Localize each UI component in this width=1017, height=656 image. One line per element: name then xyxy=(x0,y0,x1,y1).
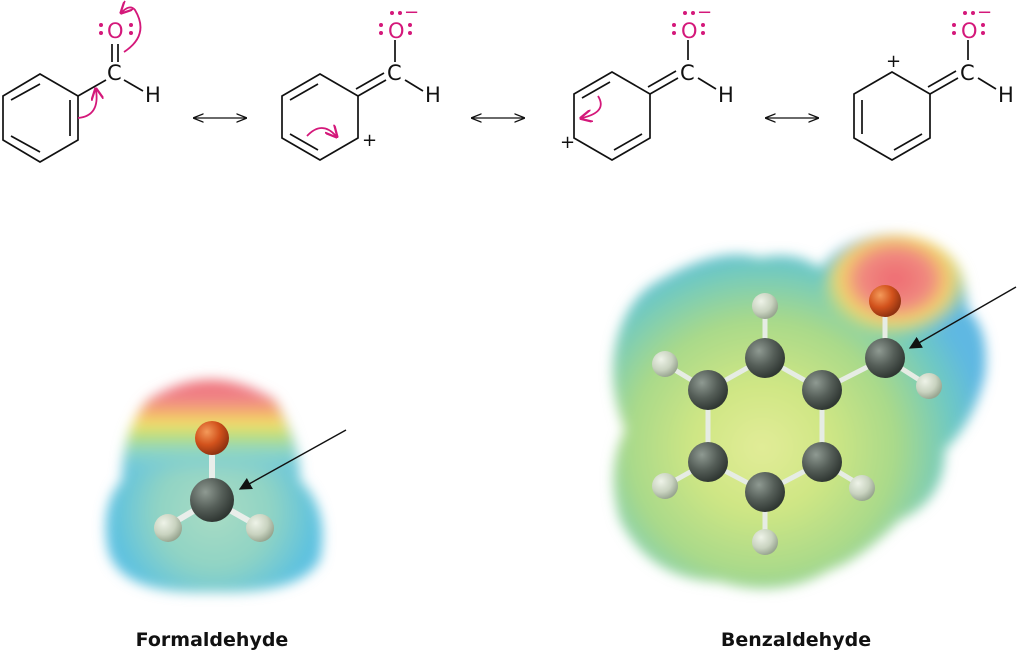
hydrogen-ball xyxy=(652,351,678,377)
hydrogen-ball xyxy=(752,293,778,319)
resonance-structure-2 xyxy=(281,40,424,161)
pointer-arrow-icon xyxy=(908,286,1017,349)
carbon-ball xyxy=(802,442,842,482)
negative-charge-2: − xyxy=(404,2,419,23)
positive-charge-4: + xyxy=(886,51,901,72)
oxygen-atom-3: O xyxy=(681,19,698,43)
carbon-ball xyxy=(745,338,785,378)
hydrogen-ball xyxy=(752,529,778,555)
hydrogen-atom-1: H xyxy=(145,83,161,107)
oxygen-atom-2: O xyxy=(388,19,405,43)
resonance-structure-1 xyxy=(2,7,144,163)
pointer-arrow-icon xyxy=(238,429,347,490)
lone-pairs-1 xyxy=(99,23,133,35)
negative-charge-3: − xyxy=(697,2,712,23)
carbon-atom-2: C xyxy=(387,61,402,85)
hydrogen-atom-4: H xyxy=(998,83,1014,107)
resonance-structure-4 xyxy=(853,40,997,161)
carbon-ball xyxy=(745,472,785,512)
hydrogen-atom-3: H xyxy=(718,83,734,107)
negative-charge-4: − xyxy=(977,2,992,23)
hydrogen-ball xyxy=(246,514,274,542)
lone-pairs-3 xyxy=(672,11,705,35)
carbon-atom-4: C xyxy=(960,61,975,85)
lone-pairs-2 xyxy=(379,11,412,35)
hydrogen-ball xyxy=(849,475,875,501)
formaldehyde-potential-map xyxy=(105,380,323,593)
carbon-ball xyxy=(865,338,905,378)
benzaldehyde-label: Benzaldehyde xyxy=(720,629,872,651)
hydrogen-atom-2: H xyxy=(425,83,441,107)
carbon-ball xyxy=(802,370,842,410)
hydrogen-ball xyxy=(916,373,942,399)
oxygen-ball xyxy=(869,285,901,317)
oxygen-atom-4: O xyxy=(961,19,978,43)
carbon-ball xyxy=(688,442,728,482)
carbon-atom-1: C xyxy=(107,61,122,85)
benzaldehyde-potential-map xyxy=(612,234,986,589)
lone-pairs-4 xyxy=(952,11,985,35)
carbon-ball xyxy=(190,478,234,522)
oxygen-atom-1: O xyxy=(107,19,124,43)
carbon-atom-3: C xyxy=(680,61,695,85)
oxygen-ball xyxy=(195,421,229,455)
positive-charge-2: + xyxy=(362,130,377,151)
hydrogen-ball xyxy=(652,473,678,499)
hydrogen-ball xyxy=(154,514,182,542)
positive-charge-3: + xyxy=(560,132,575,153)
carbon-ball xyxy=(688,370,728,410)
formaldehyde-label: Formaldehyde xyxy=(135,629,289,651)
resonance-structure-3 xyxy=(573,40,717,161)
